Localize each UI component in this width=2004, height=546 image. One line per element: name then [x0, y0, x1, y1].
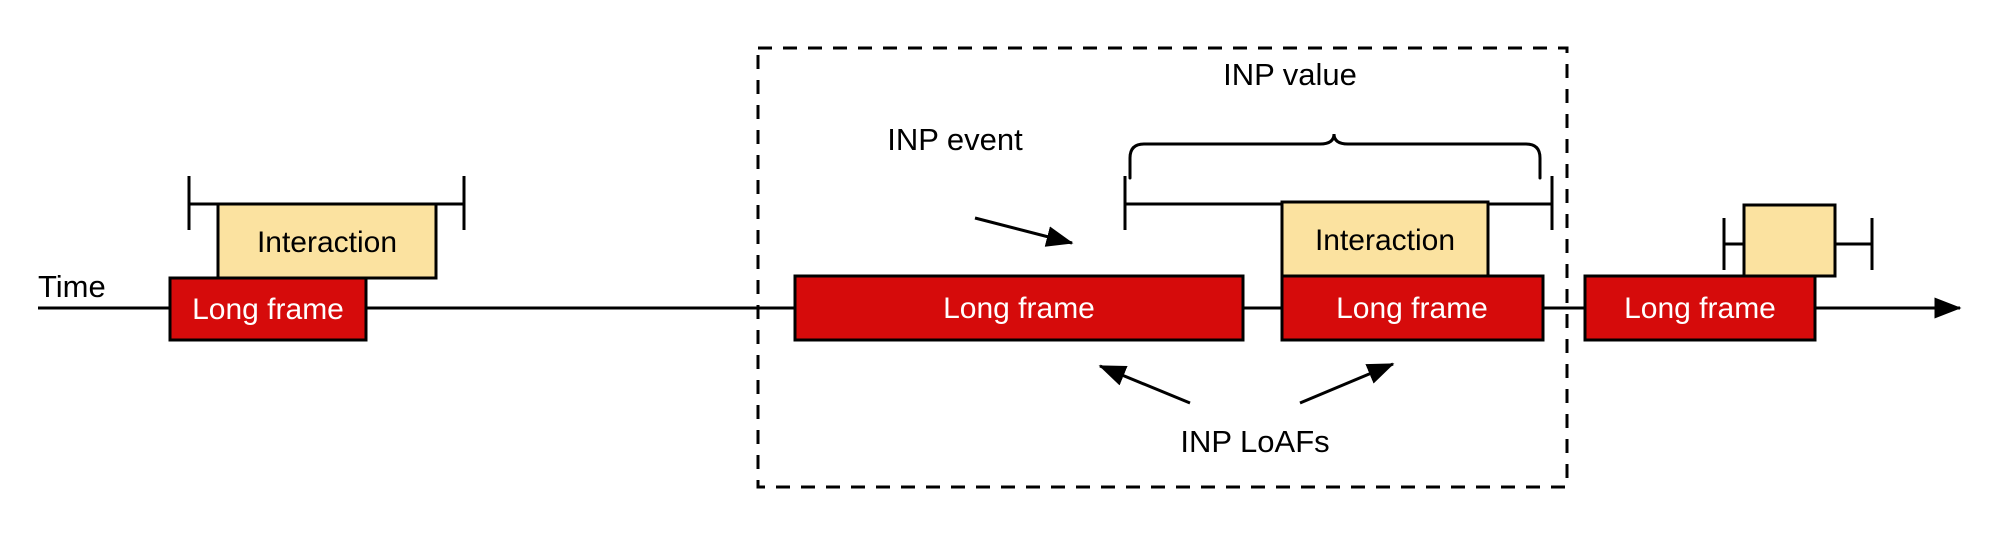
long-frame-label: Long frame: [1336, 292, 1488, 325]
inp-loafs-label: INP LoAFs: [1180, 424, 1329, 459]
interaction-bar-middle[interactable]: Interaction: [1280, 200, 1490, 278]
right-group-tick-end: [1833, 218, 1874, 270]
left-group: Long frame Interaction: [168, 176, 466, 342]
long-frame-rect[interactable]: [793, 274, 1245, 342]
inp-value-brace: [1128, 133, 1542, 180]
interaction-bar-right[interactable]: [1742, 203, 1837, 278]
interaction-bar-left[interactable]: Interaction: [216, 202, 438, 280]
middle-group-tick-start: [1123, 176, 1284, 230]
long-frame-bar-middle-1[interactable]: Long frame: [793, 274, 1245, 342]
interaction-label: Interaction: [1315, 224, 1455, 257]
long-frame-bar-left[interactable]: Long frame: [168, 276, 368, 342]
brace-path: [1128, 133, 1542, 180]
long-frame-bar-right[interactable]: Long frame: [1583, 274, 1817, 342]
left-group-tick-end: [434, 176, 466, 230]
interaction-rect[interactable]: [1742, 203, 1837, 278]
inp-loafs-arrow-right: [1299, 362, 1395, 405]
long-frame-rect[interactable]: [168, 276, 368, 342]
interaction-rect[interactable]: [216, 202, 438, 280]
middle-group-tick-end: [1486, 176, 1554, 230]
inp-event-arrow: [974, 216, 1074, 247]
inp-value-label: INP value: [1223, 57, 1357, 92]
middle-group: INP value INP event Long frame Long fram…: [793, 57, 1554, 459]
long-frame-bar-middle-2[interactable]: Long frame: [1280, 274, 1545, 342]
inp-event-label: INP event: [887, 122, 1023, 157]
inp-region-dashed-box: [756, 46, 1569, 489]
time-axis-label: Time: [38, 269, 106, 304]
right-group: Long frame: [1583, 203, 1874, 342]
long-frame-rect[interactable]: [1583, 274, 1817, 342]
interaction-label: Interaction: [257, 226, 397, 259]
long-frame-label: Long frame: [192, 293, 344, 326]
left-group-tick-start: [187, 176, 220, 230]
interaction-rect[interactable]: [1280, 200, 1490, 278]
long-frame-label: Long frame: [1624, 292, 1776, 325]
right-group-tick-start: [1722, 218, 1746, 270]
inp-loafs-arrow-left: [1098, 364, 1191, 405]
long-frame-label: Long frame: [943, 292, 1095, 325]
